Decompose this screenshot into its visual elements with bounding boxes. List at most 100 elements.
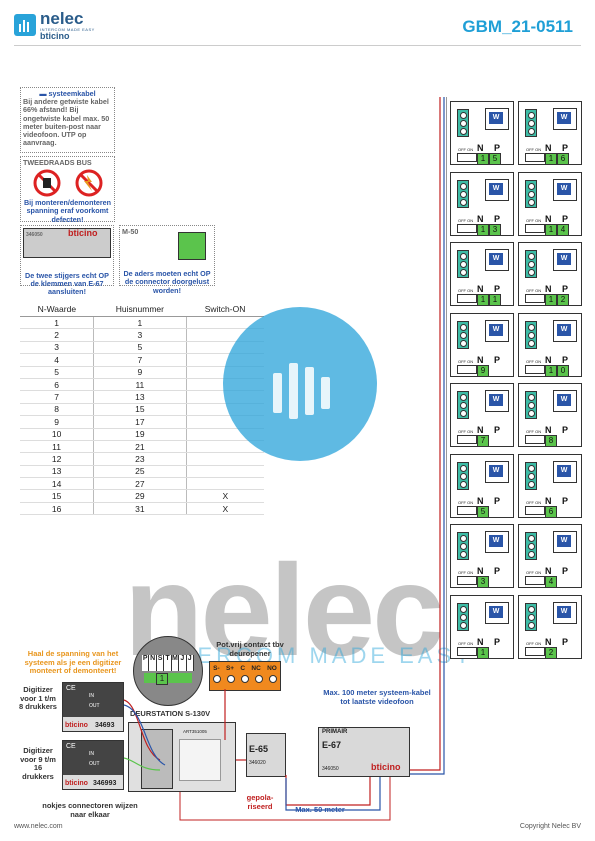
switch-label: OFF ON <box>458 570 474 575</box>
switch-label: OFF ON <box>458 217 474 223</box>
switch-icon: OFF ON <box>457 288 477 303</box>
relay-pin-label: S+ <box>225 665 235 672</box>
terminal-block-icon <box>525 602 537 631</box>
table-cell: 9 <box>20 415 94 429</box>
in-label: IN <box>89 693 94 699</box>
terminal-block-icon <box>457 250 469 278</box>
switch-icon: OFF ON <box>457 147 477 162</box>
n-label: N <box>545 425 552 435</box>
riser-frame <box>446 97 591 663</box>
table-cell: 29 <box>93 489 187 503</box>
e67-brand-bottom: bticino <box>371 762 401 772</box>
relay-screw-icon <box>255 675 263 683</box>
monitor-icon: W <box>553 460 577 483</box>
switch-label: OFF ON <box>526 358 542 364</box>
terminal-label: T <box>164 655 172 671</box>
table-cell <box>185 316 264 330</box>
bus-warning: Bij monteren/demonteren spanning eraf vo… <box>23 198 112 224</box>
door-station-label: DEURSTATION S-130V <box>130 709 211 718</box>
screen-label: W <box>557 535 571 547</box>
n-digit: 1 <box>545 153 557 165</box>
n-label: N <box>545 495 552 506</box>
n-digit: 1 <box>477 294 489 306</box>
n-label: N <box>545 213 552 224</box>
terminal-block-icon <box>457 532 469 560</box>
e65-label: E-65 <box>249 744 269 754</box>
digitizer1: CE IN OUT bticino 34693 <box>62 682 124 732</box>
monitor-icon: W <box>485 531 509 553</box>
p-label: P <box>562 566 569 576</box>
terminal-label: J <box>187 655 194 671</box>
e65-device: E-65 346020 <box>246 733 286 777</box>
p-label: P <box>562 213 569 224</box>
n-digit: 6 <box>545 505 557 518</box>
switch-icon: OFF ON <box>525 429 545 444</box>
terminal-block-icon <box>457 461 469 490</box>
table-cell: 11 <box>20 440 94 454</box>
screen-label: W <box>557 182 571 195</box>
relay-title: Pot.vrij contact tbv deuropener <box>216 640 284 658</box>
m50-title: M-50 <box>122 227 139 236</box>
table-cell: X <box>185 489 264 503</box>
switch-label: OFF ON <box>526 429 542 434</box>
table-cell: 9 <box>93 366 187 379</box>
p-label: P <box>562 354 569 365</box>
n-digit: 8 <box>545 435 557 447</box>
monitor-icon: W <box>553 531 577 553</box>
table-cell: 3 <box>20 341 94 355</box>
watermark-tagline: INTERCOM MADE EASY <box>150 643 474 668</box>
e67-brand: bticino <box>68 228 98 238</box>
screen-label: W <box>489 182 503 195</box>
table-cell: 19 <box>93 428 187 441</box>
m50-connector-icon <box>178 232 206 260</box>
screen-label: W <box>557 464 571 477</box>
relay-pin-label: NO <box>267 665 277 672</box>
p-label: P <box>494 354 501 365</box>
switch-label: OFF ON <box>526 288 542 293</box>
table-cell: X <box>185 502 264 516</box>
p-label: P <box>562 143 569 153</box>
terminal-block-icon <box>525 532 537 560</box>
monitor-icon: W <box>553 249 577 271</box>
e67-thumbnail: 346050 bticino <box>23 228 111 258</box>
brand-name: nelec <box>40 9 84 28</box>
terminal-label: N <box>149 655 157 671</box>
screen-label: W <box>489 323 503 336</box>
p-label: P <box>494 143 501 153</box>
bus-note: TWEEDRAADS BUS Bij monteren/demonteren s… <box>20 156 115 224</box>
ce-icon: CE <box>66 743 76 750</box>
terminal-block-icon <box>525 461 537 490</box>
terminal-label: M <box>172 655 180 671</box>
switch-label: OFF ON <box>526 640 542 646</box>
n-digit: 0 <box>557 364 569 377</box>
digitizer1-label: Digitizer voor 1 t/m 8 drukkers <box>19 685 57 711</box>
switch-icon: OFF ON <box>525 218 545 233</box>
switch-icon: OFF ON <box>525 641 545 656</box>
nelec-logo-icon <box>14 14 36 36</box>
p-label: P <box>494 495 501 506</box>
footer-url[interactable]: www.nelec.com <box>14 823 63 830</box>
p-label: P <box>494 566 501 576</box>
switch-label: OFF ON <box>458 640 474 646</box>
e67-device: PRIMAIR E-67 346050 bticino <box>318 727 410 777</box>
p-label: P <box>494 213 501 224</box>
terminal-block-icon <box>525 250 537 278</box>
switch-label: OFF ON <box>526 217 542 223</box>
n-label: N <box>545 354 552 365</box>
screen-label: W <box>557 323 571 336</box>
p-label: P <box>494 425 501 435</box>
relay-screw-icon <box>269 675 277 683</box>
table-header-1: Huisnummer <box>93 303 187 317</box>
